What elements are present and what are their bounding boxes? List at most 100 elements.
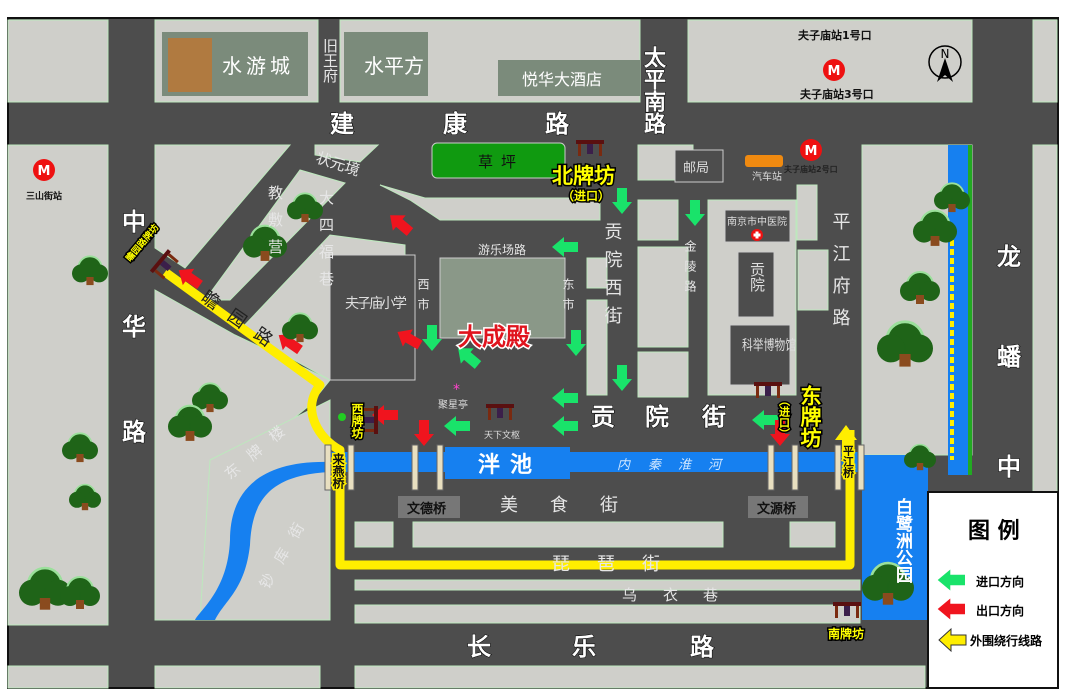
road-label-dongshi: 东市 <box>561 278 575 318</box>
south-gate-icon <box>833 602 861 618</box>
metro-icon-sanshanjie: M <box>33 159 55 181</box>
river-label-neiqinhuai: 河 <box>708 458 724 473</box>
road-label-wuyi: 乌 <box>622 586 637 604</box>
label-tianxiawenshu: 天下文枢 <box>484 429 520 441</box>
label-east-gate: 东牌坊 <box>798 384 822 449</box>
dachengdian-photo <box>439 257 566 339</box>
label-juxingting: 聚星亭 <box>438 398 468 411</box>
label-shuipingfang: 水平方 <box>364 54 424 78</box>
label-pingjiang-bridge: 平江桥 <box>842 445 855 479</box>
detour-arrow <box>835 425 857 460</box>
road-label-longpan: 蟠 <box>997 342 1022 371</box>
river-label-neiqinhuai: 秦 <box>648 458 663 473</box>
west-gate-icon <box>362 406 378 434</box>
label-bailuzhou: 白鹭洲公园 <box>892 497 913 584</box>
label-metro-exit3: 夫子庙站3号口 <box>800 87 874 101</box>
label-wende-bridge: 文德桥 <box>407 501 447 517</box>
legend-entry-label: 进口方向 <box>976 574 1024 589</box>
road-label-longpan: 龙 <box>997 242 1021 271</box>
road-label-pipa: 琶 <box>597 554 615 575</box>
shuiyoucheng-photo <box>168 38 212 92</box>
yuehua-block <box>498 60 640 96</box>
legend-title: 图 例 <box>968 519 1020 544</box>
legend-exit-label: 出口方向 <box>976 603 1024 618</box>
road-label-gongyuan: 贡 <box>591 402 615 431</box>
road-label-pipa: 街 <box>642 554 660 575</box>
road-label-gongyuan: 院 <box>645 402 669 431</box>
north-gate-icon <box>576 140 604 156</box>
shuipingfang-block <box>344 32 428 96</box>
road-label-youlechang: 游乐场路 <box>478 242 526 257</box>
road-label-meishi: 街 <box>600 495 618 516</box>
label-youju: 邮局 <box>683 161 709 176</box>
label-panchi: 泮池 <box>478 453 542 478</box>
label-north-gate: 北牌坊 <box>552 164 615 188</box>
metro-icon-exit1: M <box>823 59 845 81</box>
river-label-neiqinhuai: 内 <box>617 458 631 473</box>
bus-icon <box>745 155 783 167</box>
legend: 图 例 进口方向 出口方向 外围绕行线路 <box>927 491 1059 689</box>
panchi-pond <box>445 447 570 479</box>
road-label-dasifu: 大四福巷 <box>317 190 335 298</box>
road-label-wuyi: 衣 <box>663 586 678 604</box>
road-label-wuyi: 巷 <box>703 586 718 604</box>
road-label-longpan: 中 <box>997 452 1021 481</box>
road-label-taipingnan: 太平南路 <box>640 46 666 134</box>
inner-qinhuai-river <box>330 452 860 472</box>
label-metro-exit2: 夫子庙站2号口 <box>783 164 838 174</box>
label-dachengdian: 大成殿 <box>458 323 531 351</box>
road-label-changle: 路 <box>690 632 715 661</box>
river-label-neiqinhuai: 淮 <box>678 458 693 473</box>
detour-route <box>162 268 855 570</box>
label-north-gate-note: （进口） <box>562 188 610 203</box>
legend-yellow-arrow-icon <box>938 627 967 653</box>
label-shuiyoucheng: 水游城 <box>222 54 294 78</box>
west-river <box>195 461 330 620</box>
road-label-jiuwangfu: 旧王府 <box>321 38 339 84</box>
label-qichezhan: 汽车站 <box>752 170 782 183</box>
label-laiyan-bridge: 来燕桥 <box>331 452 345 490</box>
road-label-jiankang: 路 <box>545 109 570 138</box>
road-label-changle: 乐 <box>572 632 596 661</box>
road-label-gongyuan: 街 <box>701 402 726 431</box>
juxingting-star-icon: * <box>453 382 460 398</box>
road-label-zhonghua: 路 <box>122 417 147 446</box>
bridges <box>324 444 865 491</box>
tianxiawenshu-gate-icon <box>486 404 514 420</box>
road-label-meishi: 食 <box>550 495 568 516</box>
road-label-jiankang: 康 <box>443 109 468 138</box>
label-fuzimiao-school: 夫子庙小学 <box>345 296 407 312</box>
road-label-jinling: 金陵路 <box>683 239 697 300</box>
label-south-gate: 南牌坊 <box>828 626 864 641</box>
label-west-gate: 西牌坊 <box>350 403 364 440</box>
lawn <box>431 142 566 179</box>
legend-detour-label: 外围绕行线路 <box>970 633 1043 648</box>
label-metro-exit1: 夫子庙站1号口 <box>798 28 872 42</box>
svg-text:N: N <box>941 47 950 61</box>
svg-text:M: M <box>38 164 51 179</box>
metro-icon-exit2: M <box>800 139 822 161</box>
svg-text:M: M <box>805 144 818 159</box>
road-label-pingjiangfu: 平江府路 <box>830 212 851 340</box>
svg-text:M: M <box>828 64 841 79</box>
road-label-jiankang: 建 <box>330 109 354 138</box>
road-label-jiaofuying: 教敷营 <box>266 185 284 266</box>
label-east-gate-note: （进口） <box>778 395 792 439</box>
road-label-zhonghua: 华 <box>122 312 146 341</box>
road-label-gongyuanxi: 贡院西街 <box>602 222 623 334</box>
compass-icon: N <box>928 45 962 82</box>
label-yuehua: 悦华大酒店 <box>522 70 602 89</box>
label-metro-sanshanjie: 三山街站 <box>26 190 62 202</box>
road-label-changle: 长 <box>467 632 492 661</box>
road-label-pipa: 琵 <box>552 554 570 575</box>
label-hospital: 南京市中医院 <box>727 215 787 228</box>
label-caoping: 草坪 <box>478 153 524 171</box>
label-keju: 科举博物馆 <box>742 337 796 354</box>
hospital-icon <box>751 229 763 241</box>
label-wenyuan-bridge: 文源桥 <box>757 501 797 517</box>
west-gate-dot <box>338 413 346 421</box>
label-gongyuan: 贡院 <box>748 262 766 293</box>
road-label-meishi: 美 <box>500 495 518 516</box>
road-label-zhonghua: 中 <box>122 207 146 236</box>
